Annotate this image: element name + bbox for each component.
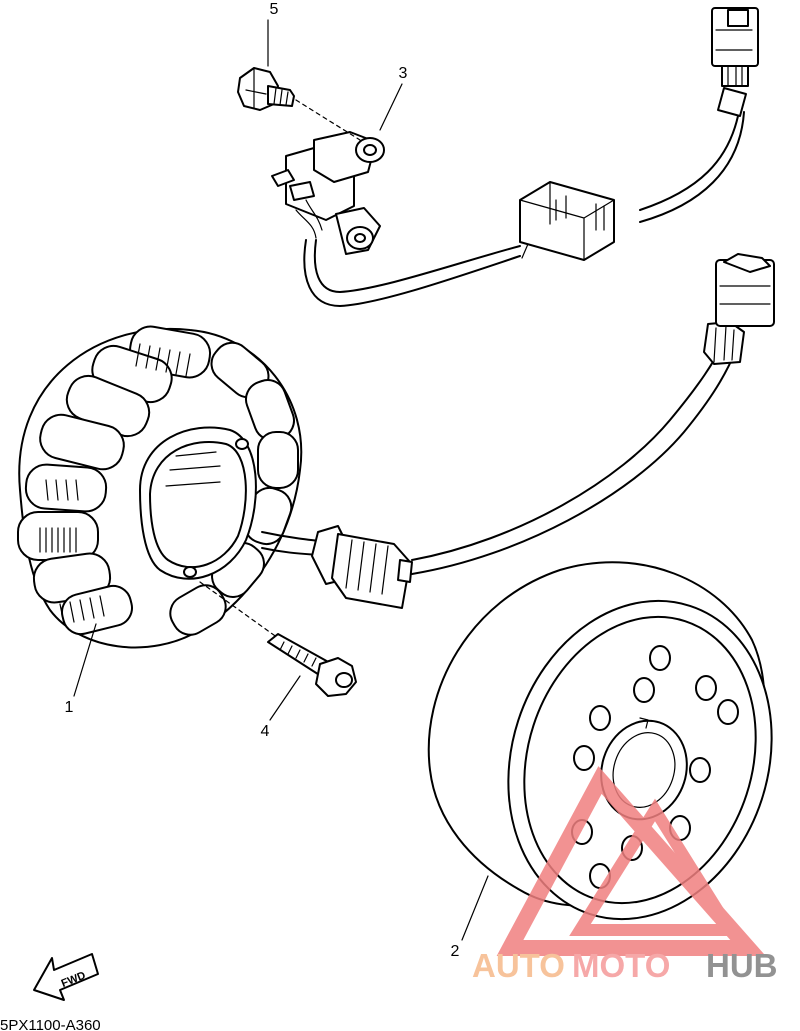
bolt-part-5	[237, 67, 361, 141]
stator-coils	[17, 325, 299, 636]
bolt-part-4	[199, 581, 357, 697]
part-number-5: 5	[270, 1, 279, 18]
fwd-arrow: FWD	[33, 953, 99, 1001]
stator-part-1	[17, 325, 303, 649]
pickup-connector	[711, 7, 759, 87]
stator-lead-grommet	[331, 533, 413, 609]
watermark-auto: AUTO	[472, 947, 565, 984]
part-number-2: 2	[451, 943, 460, 960]
part-number-1: 1	[65, 699, 74, 716]
pickup-coil-lead	[303, 7, 759, 307]
rotor-holes	[571, 645, 739, 889]
diagram-code: 5PX1100-A360	[0, 1017, 101, 1031]
pickup-coil	[271, 131, 385, 255]
part-callouts: 5 3 1 4 2	[65, 1, 489, 960]
stator-winding-lines	[39, 343, 191, 625]
rotor-part-2	[427, 561, 773, 921]
part-number-3: 3	[399, 65, 408, 82]
watermark-moto: MOTO	[572, 947, 670, 984]
automotohub-watermark: AUTO MOTO HUB	[472, 766, 778, 984]
part-number-4: 4	[261, 723, 270, 740]
watermark-logo-icon	[496, 766, 766, 956]
watermark-hub: HUB	[706, 947, 778, 984]
stator-lead	[261, 253, 775, 609]
stator-lead-connector	[703, 253, 775, 365]
wire-grommet	[519, 181, 615, 261]
